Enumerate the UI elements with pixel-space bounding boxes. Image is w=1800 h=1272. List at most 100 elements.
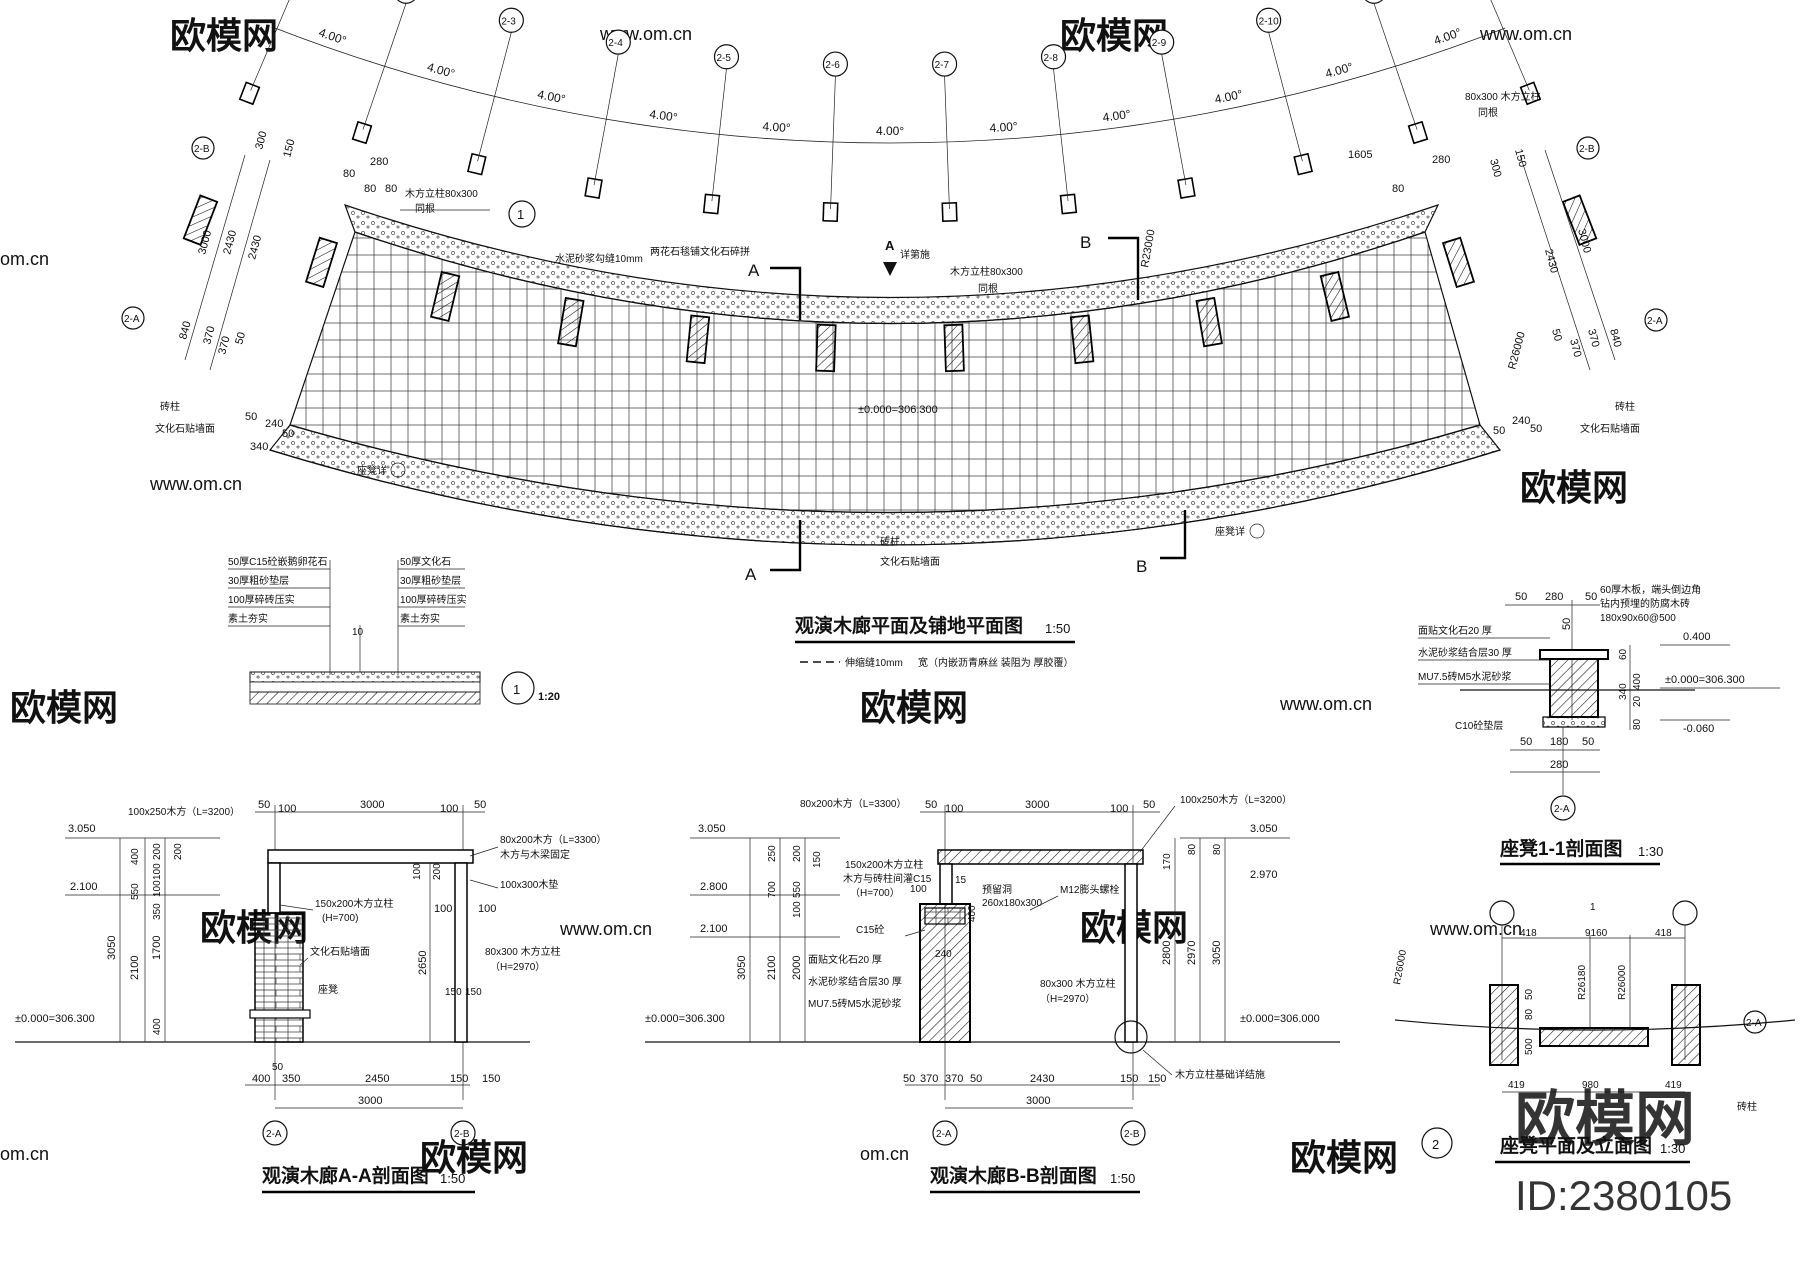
svg-text:150: 150 bbox=[812, 851, 823, 868]
svg-text:同根: 同根 bbox=[978, 282, 998, 295]
svg-text:50: 50 bbox=[272, 1062, 284, 1073]
plan-brick-pier bbox=[182, 194, 219, 246]
svg-text:文化石贴墙面: 文化石贴墙面 bbox=[310, 945, 370, 958]
seat-plan-bench bbox=[1539, 1027, 1649, 1047]
span-angle: 4.00° bbox=[649, 107, 679, 125]
svg-text:2-A: 2-A bbox=[1746, 1018, 1762, 1029]
svg-text:2000: 2000 bbox=[791, 956, 803, 980]
svg-text:50: 50 bbox=[925, 799, 937, 811]
axis-bubble-2-7: 2-7 bbox=[931, 51, 958, 210]
svg-text:R26000: R26000 bbox=[1617, 965, 1628, 1000]
detail1-brick-layer bbox=[249, 691, 481, 705]
span-angle: 4.00° bbox=[1102, 107, 1132, 125]
svg-text:80: 80 bbox=[1632, 718, 1643, 730]
svg-text:±0.000=306.000: ±0.000=306.000 bbox=[1240, 1013, 1320, 1025]
svg-text:80: 80 bbox=[1212, 843, 1223, 855]
svg-text:100x250木方（L=3200）: 100x250木方（L=3200） bbox=[128, 805, 240, 818]
plan-post bbox=[466, 152, 487, 176]
svg-text:240: 240 bbox=[935, 949, 952, 960]
seat11-title: 座凳1-1剖面图 1:30 bbox=[1500, 837, 1663, 866]
detail1-gap: 10 bbox=[352, 627, 364, 638]
svg-text:30厚粗砂垫层: 30厚粗砂垫层 bbox=[400, 574, 461, 587]
section-b-notes: 80x200木方（L=3300） 100x250木方（L=3200） 150x2… bbox=[800, 793, 1292, 1081]
svg-text:840: 840 bbox=[1607, 328, 1623, 349]
svg-text:100: 100 bbox=[478, 903, 496, 915]
svg-text:两花石毯铺文化石碎拼: 两花石毯铺文化石碎拼 bbox=[650, 245, 750, 258]
svg-text:2.970: 2.970 bbox=[1250, 869, 1278, 881]
svg-text:418: 418 bbox=[1655, 928, 1672, 939]
svg-text:欧模网: 欧模网 bbox=[170, 15, 278, 56]
svg-text:3.050: 3.050 bbox=[68, 823, 96, 835]
svg-text:100: 100 bbox=[1110, 803, 1128, 815]
svg-text:50: 50 bbox=[1493, 425, 1505, 437]
watermark-stamp: 欧模网 ID:2380105 bbox=[1515, 1086, 1732, 1219]
svg-text:50: 50 bbox=[1561, 618, 1573, 630]
svg-text:350: 350 bbox=[282, 1073, 300, 1085]
svg-text:50: 50 bbox=[1524, 988, 1535, 1000]
axis-bubble-2-10: 2-10 bbox=[1256, 7, 1303, 162]
svg-text:木方立柱80x300: 木方立柱80x300 bbox=[950, 265, 1023, 278]
svg-text:2-B: 2-B bbox=[1579, 144, 1595, 155]
svg-text:200: 200 bbox=[173, 843, 184, 860]
plan-post-group bbox=[182, 81, 1598, 373]
seat-footing bbox=[1542, 716, 1606, 728]
svg-text:2.100: 2.100 bbox=[700, 923, 728, 935]
plan-inner-edge bbox=[269, 449, 1501, 546]
plan-brick-pier bbox=[1561, 194, 1598, 246]
plan-post bbox=[584, 177, 603, 200]
svg-text:2.100: 2.100 bbox=[70, 881, 98, 893]
plan-title: 观演木廊平面及铺地平面图 1:50 bbox=[795, 614, 1075, 644]
svg-text:400: 400 bbox=[1632, 673, 1643, 690]
axis-label: 2-8 bbox=[1044, 53, 1059, 64]
svg-text:素土夯实: 素土夯实 bbox=[400, 612, 440, 625]
section-b-pier bbox=[919, 903, 971, 1043]
svg-text:3050: 3050 bbox=[736, 956, 748, 980]
axis-bubble-2a-left: 2-A bbox=[121, 306, 145, 330]
svg-text:260x180x300: 260x180x300 bbox=[982, 898, 1042, 909]
detail1-callout: 1 1:20 bbox=[501, 671, 560, 705]
svg-text:280: 280 bbox=[1432, 154, 1450, 166]
section-a-bottom-dims: 50 400 350 2450 150 150 3000 bbox=[245, 1062, 500, 1109]
svg-text:2: 2 bbox=[1432, 1137, 1439, 1152]
svg-text:370: 370 bbox=[201, 325, 217, 346]
svg-text:50: 50 bbox=[1530, 423, 1542, 435]
svg-text:水泥砂浆结合层30 厚: 水泥砂浆结合层30 厚 bbox=[808, 975, 902, 988]
span-angle: 4.00° bbox=[989, 119, 1018, 135]
plan-right-dims: 300 150 3000 2430 840 370 370 50 1605 28… bbox=[1348, 148, 1623, 437]
span-angle: 4.00° bbox=[1213, 87, 1244, 106]
svg-text:2430: 2430 bbox=[1030, 1073, 1054, 1085]
axis-bubble-2-6: 2-6 bbox=[822, 51, 849, 210]
span-angle: 4.00° bbox=[536, 87, 567, 106]
svg-text:www.om.cn: www.om.cn bbox=[1429, 919, 1522, 939]
axis-bubble-2-12: 2-12 bbox=[1490, 0, 1530, 91]
svg-text:2-A: 2-A bbox=[266, 1129, 282, 1140]
svg-text:550: 550 bbox=[792, 881, 803, 898]
detail1-right-layers: 50厚文化石 30厚粗砂垫层 100厚碎砖压实 素土夯实 bbox=[397, 555, 467, 675]
plan-post bbox=[1407, 120, 1429, 145]
span-dimension-arc bbox=[274, 27, 1506, 144]
svg-text:（H=700）: （H=700） bbox=[850, 887, 900, 899]
svg-text:R26180: R26180 bbox=[1577, 965, 1588, 1000]
axis-label: 2-7 bbox=[935, 60, 950, 71]
svg-text:50: 50 bbox=[970, 1073, 982, 1085]
svg-text:300: 300 bbox=[253, 130, 269, 151]
svg-text:180: 180 bbox=[1550, 736, 1568, 748]
section-a-post-short bbox=[267, 862, 281, 914]
svg-text:-0.060: -0.060 bbox=[1683, 723, 1714, 735]
svg-text:1: 1 bbox=[517, 207, 524, 222]
seat-plan-arc bbox=[1394, 1019, 1796, 1031]
axis-label: 2-9 bbox=[1152, 38, 1167, 49]
svg-text:370: 370 bbox=[216, 335, 232, 356]
svg-text:370: 370 bbox=[1585, 328, 1601, 349]
section-a-a: 3.050 2.100 ±0.000=306.300 50 100 3000 1… bbox=[15, 799, 606, 1194]
svg-text:80x300 木方立柱: 80x300 木方立柱 bbox=[1465, 90, 1541, 103]
svg-text:80: 80 bbox=[1524, 1008, 1535, 1020]
svg-text:3000: 3000 bbox=[360, 799, 384, 811]
section-b-cap bbox=[924, 907, 966, 925]
svg-text:400: 400 bbox=[152, 1018, 163, 1035]
svg-text:om.cn: om.cn bbox=[0, 249, 49, 269]
svg-text:2.800: 2.800 bbox=[700, 881, 728, 893]
seat-section-1-1: 50 280 50 50 面贴文化石20 厚 水泥砂浆结合层30 厚 MU7.5… bbox=[1418, 583, 1780, 866]
svg-text:200: 200 bbox=[152, 843, 163, 860]
section-b-b: 3.050 2.800 2.100 ±0.000=306.300 3.050 2… bbox=[645, 793, 1340, 1194]
